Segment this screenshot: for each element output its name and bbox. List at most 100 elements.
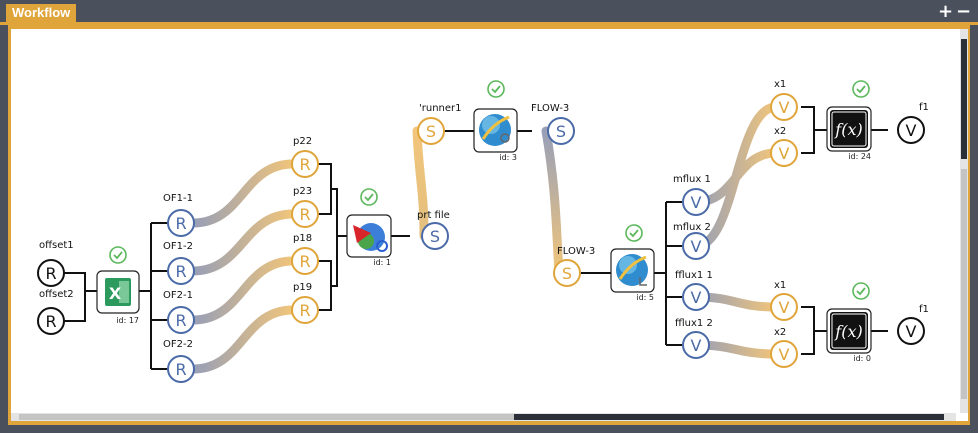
- port-circle[interactable]: [37, 307, 65, 335]
- port-circle[interactable]: [553, 259, 581, 287]
- port-circle[interactable]: [291, 150, 319, 178]
- title-underline: [0, 22, 978, 25]
- check-icon: [360, 188, 378, 206]
- flow-globe-icon: [616, 254, 648, 286]
- port-circle[interactable]: [291, 247, 319, 275]
- port-circle[interactable]: [682, 331, 710, 359]
- check-icon: [109, 246, 127, 264]
- check-icon: [852, 80, 870, 98]
- port-circle[interactable]: [291, 200, 319, 228]
- window-title: Workflow: [6, 4, 77, 22]
- port-x1a[interactable]: Vx1: [770, 79, 798, 121]
- link-of11-p22: [188, 159, 298, 228]
- port-circle[interactable]: [291, 296, 319, 324]
- collapse-button[interactable]: −: [956, 1, 972, 22]
- port-glyph: S: [562, 264, 572, 283]
- tool-id-label: id: 17: [116, 316, 139, 325]
- port-circle[interactable]: [37, 259, 65, 287]
- tool-id-label: id: 0: [853, 354, 871, 363]
- port-circle[interactable]: [167, 355, 195, 383]
- port-glyph: V: [906, 121, 917, 140]
- port-glyph: S: [426, 122, 436, 141]
- port-runner1[interactable]: S 'runner1: [417, 103, 462, 145]
- port-of22[interactable]: R OF2-2: [163, 339, 195, 383]
- port-label: OF2-1: [163, 290, 193, 301]
- tool-id-label: id: 3: [499, 153, 517, 162]
- port-label: offset2: [39, 289, 74, 300]
- port-circle[interactable]: [770, 340, 798, 368]
- scrollbar-thumb[interactable]: [19, 414, 514, 420]
- tool-flow-a[interactable]: id: 3: [473, 80, 518, 162]
- port-glyph: R: [175, 262, 186, 281]
- port-glyph: V: [779, 98, 790, 117]
- port-f1a[interactable]: Vf1: [897, 102, 929, 144]
- port-glyph: V: [906, 322, 917, 341]
- port-label: 'runner1: [419, 103, 462, 114]
- tool-flow-b[interactable]: id: 5: [610, 224, 655, 302]
- port-f1b[interactable]: Vf1: [897, 304, 929, 345]
- tool-fx-a[interactable]: f(x) id: 24: [826, 80, 872, 161]
- port-circle[interactable]: [897, 116, 925, 144]
- port-x2a[interactable]: Vx2: [770, 126, 798, 167]
- tool-mesh[interactable]: id: 1: [346, 188, 392, 267]
- port-glyph: R: [299, 155, 310, 174]
- port-circle[interactable]: [682, 283, 710, 311]
- link-prtfile-runner1: [412, 126, 429, 241]
- workflow-diagram[interactable]: X id: 17 id: 1: [11, 29, 968, 421]
- port-label: p19: [293, 282, 312, 293]
- port-circle[interactable]: [167, 306, 195, 334]
- port-label: p22: [293, 136, 312, 147]
- expand-button[interactable]: +: [938, 1, 954, 22]
- function-fx-icon: [830, 312, 868, 350]
- workflow-canvas[interactable]: X id: 17 id: 1: [11, 29, 968, 421]
- horizontal-scrollbar[interactable]: [11, 413, 956, 421]
- port-label: x1: [774, 79, 786, 90]
- port-circle[interactable]: [770, 93, 798, 121]
- port-circle[interactable]: [547, 117, 575, 145]
- port-label: OF2-2: [163, 339, 193, 350]
- port-label: f1: [919, 102, 929, 113]
- port-x2b[interactable]: Vx2: [770, 327, 798, 368]
- port-circle[interactable]: [167, 257, 195, 285]
- port-glyph: S: [430, 227, 440, 246]
- port-circle[interactable]: [770, 293, 798, 321]
- port-label: x2: [774, 126, 786, 137]
- port-label: fflux1 2: [675, 318, 713, 329]
- scrollbar-thumb[interactable]: [961, 39, 967, 159]
- port-label: x1: [774, 280, 786, 291]
- scrollbar-thumb[interactable]: [961, 169, 967, 399]
- port-circle[interactable]: [682, 232, 710, 260]
- check-icon: [852, 282, 870, 300]
- port-glyph: R: [45, 264, 56, 283]
- port-x1b[interactable]: Vx1: [770, 280, 798, 321]
- vertical-scrollbar[interactable]: [960, 29, 968, 413]
- tool-fx-b[interactable]: f(x) id: 0: [826, 282, 872, 363]
- tool-excel[interactable]: X id: 17: [96, 246, 140, 325]
- ports-layer: Roffset1Roffset2ROF1-1ROF1-2ROF2-1ROF2-2…: [37, 79, 929, 383]
- port-glyph: R: [175, 360, 186, 379]
- port-circle[interactable]: [421, 222, 449, 250]
- port-circle[interactable]: [770, 139, 798, 167]
- port-circle[interactable]: [682, 188, 710, 216]
- port-circle[interactable]: [167, 209, 195, 237]
- port-circle[interactable]: [897, 317, 925, 345]
- port-circle[interactable]: [417, 117, 445, 145]
- tool-id-label: id: 24: [848, 152, 871, 161]
